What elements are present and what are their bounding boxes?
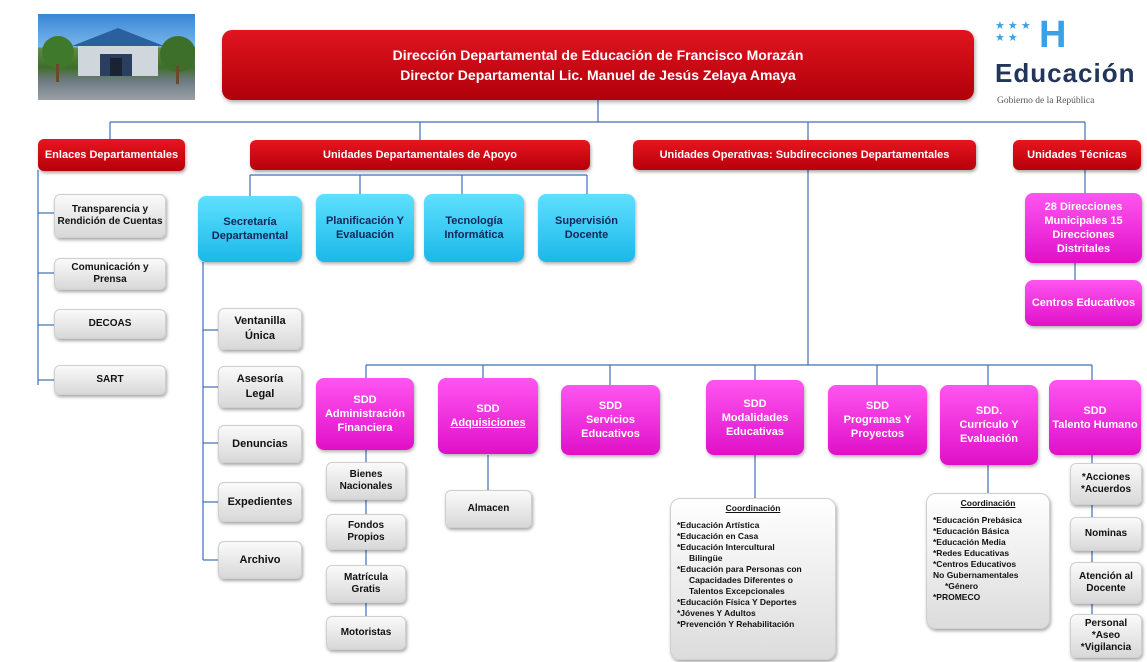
list-item: *Educación en Casa: [677, 531, 759, 541]
talento-nominas: Nominas: [1070, 517, 1142, 551]
sdd-label: SDD: [598, 400, 623, 412]
apoyo-tecnologia: Tecnología Informática: [424, 194, 524, 262]
list-title: Coordinación: [960, 498, 1016, 508]
main-title-line1: Dirección Departamental de Educación de …: [392, 47, 804, 63]
list-item: *Educación Intercultural: [677, 542, 775, 552]
list-item: *Educación Artística: [677, 520, 760, 530]
list-item: Capacidades Diferentes o: [689, 575, 793, 585]
curriculo-coordinacion-list: Coordinación *Educación Prebásica*Educac…: [926, 493, 1050, 629]
header-enlaces: Enlaces Departamentales: [38, 139, 185, 171]
school-building-icon: [42, 28, 195, 84]
secretaria-archivo: Archivo: [218, 541, 302, 579]
sdd-adquisiciones: SDD Adquisiciones: [438, 378, 538, 454]
apoyo-planificacion: Planificación Y Evaluación: [316, 194, 414, 262]
modalidades-coordinacion-list: Coordinación *Educación Artística*Educac…: [670, 498, 836, 660]
sdd-name: Talento Humano: [1052, 418, 1138, 431]
enlace-comunicacion: Comunicación y Prensa: [54, 258, 166, 290]
sdd-name: Administración Financiera: [324, 408, 406, 434]
sdd-label: SDD: [865, 400, 890, 412]
secretaria-ventanilla: Ventanilla Única: [218, 308, 302, 350]
admin-bienes: Bienes Nacionales: [326, 462, 406, 500]
list-item: Talentos Excepcionales: [689, 586, 785, 596]
tecnica-direcciones: 28 Direcciones Municipales 15 Direccione…: [1025, 193, 1142, 263]
logo-word: Educación: [995, 58, 1136, 88]
header-apoyo: Unidades Departamentales de Apoyo: [250, 140, 590, 170]
tecnica-centros: Centros Educativos: [1025, 280, 1142, 326]
sdd-name: Currículo Y Evaluación: [959, 419, 1019, 445]
list-item: Bilingüe: [689, 553, 723, 563]
sdd-label: SDD: [1083, 404, 1107, 417]
list-item: No Gubernamentales: [933, 570, 1019, 580]
sdd-name: Programas Y Proyectos: [843, 414, 912, 440]
sdd-label: SDD.: [975, 405, 1003, 417]
header-operativas: Unidades Operativas: Subdirecciones Depa…: [633, 140, 976, 170]
enlace-decoas: DECOAS: [54, 309, 166, 339]
enlace-transparencia: Transparencia y Rendición de Cuentas: [54, 194, 166, 238]
talento-atencion: Atención al Docente: [1070, 562, 1142, 604]
sdd-servicios: SDD Servicios Educativos: [561, 385, 660, 455]
sdd-administracion: SDD Administración Financiera: [316, 378, 414, 450]
sdd-programas: SDD Programas Y Proyectos: [828, 385, 927, 455]
main-title-box: Dirección Departamental de Educación de …: [222, 30, 974, 100]
secretaria-asesoria: Asesoría Legal: [218, 366, 302, 408]
apoyo-secretaria: Secretaría Departamental: [198, 196, 302, 262]
sdd-modalidades: SDD Modalidades Educativas: [706, 380, 804, 455]
h-letter-icon: H: [1039, 14, 1067, 56]
admin-motoristas: Motoristas: [326, 616, 406, 650]
apoyo-supervision: Supervisión Docente: [538, 194, 635, 262]
list-item: *Educación Física Y Deportes: [677, 597, 797, 607]
sdd-name: Adquisiciones: [450, 417, 526, 429]
sdd-label: SDD: [476, 403, 500, 415]
list-item: *Educación Básica: [933, 526, 1010, 536]
list-item: *PROMECO: [933, 592, 981, 602]
logo-subtitle: Gobierno de la República: [997, 96, 1095, 106]
list-title: Coordinación: [725, 503, 781, 513]
list-item: *Jóvenes Y Adultos: [677, 608, 756, 618]
list-item: *Educación Prebásica: [933, 515, 1022, 525]
admin-fondos: Fondos Propios: [326, 514, 406, 550]
list-item: *Centros Educativos: [933, 559, 1017, 569]
sdd-talento: SDD Talento Humano: [1049, 380, 1141, 455]
sdd-curriculo: SDD. Currículo Y Evaluación: [940, 385, 1038, 465]
list-item: *Redes Educativas: [933, 548, 1010, 558]
list-item: *Género: [945, 581, 979, 591]
adquisiciones-almacen: Almacen: [445, 490, 532, 528]
list-item: *Educación Media: [933, 537, 1006, 547]
stars-icon: ★ ★ ★ ★ ★: [995, 20, 1031, 44]
sdd-name: Modalidades Educativas: [721, 411, 789, 438]
header-tecnicas: Unidades Técnicas: [1013, 140, 1141, 170]
secretaria-expedientes: Expedientes: [218, 482, 302, 522]
school-building-photo: [38, 14, 195, 100]
talento-personal: Personal *Aseo *Vigilancia: [1070, 614, 1142, 658]
admin-matricula: Matrícula Gratis: [326, 565, 406, 603]
main-title-line2: Director Departamental Lic. Manuel de Je…: [400, 67, 796, 83]
enlace-sart: SART: [54, 365, 166, 395]
sdd-label: SDD: [743, 397, 767, 410]
secretaria-denuncias: Denuncias: [218, 425, 302, 463]
talento-acciones: *Acciones *Acuerdos: [1070, 463, 1142, 505]
list-item: *Educación para Personas con: [677, 564, 802, 574]
education-logo: ★ ★ ★ ★ ★ H Educación Gobierno de la Rep…: [995, 14, 1143, 114]
sdd-label: SDD: [353, 394, 377, 406]
sdd-name: Servicios Educativos: [581, 414, 640, 440]
list-item: *Prevención Y Rehabilitación: [677, 619, 795, 629]
